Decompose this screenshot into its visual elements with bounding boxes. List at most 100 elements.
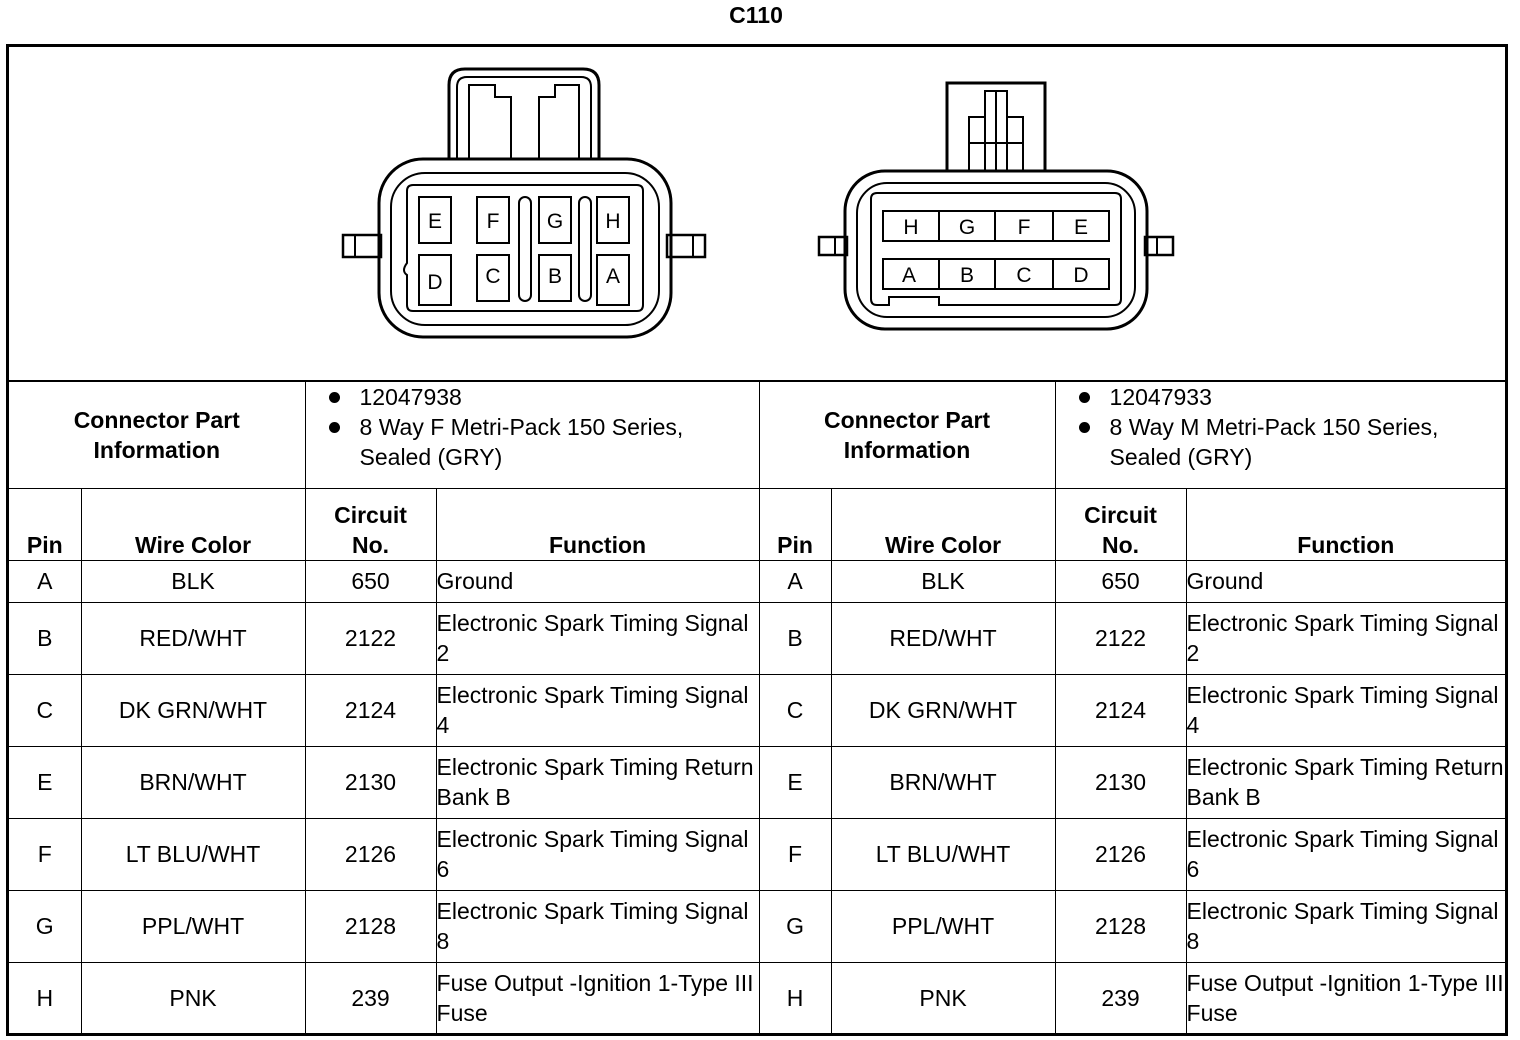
function-cell: Ground xyxy=(1185,559,1506,603)
connector-info-label-text: Connector Part Information xyxy=(73,406,240,463)
function-cell: Electronic Spark Timing Signal 8 xyxy=(1185,889,1506,963)
wire-color-cell: DK GRN/WHT xyxy=(830,673,1056,747)
wire-color-cell: BRN/WHT xyxy=(80,745,306,819)
wire-color-cell: RED/WHT xyxy=(830,601,1056,675)
circuit-cell: 2122 xyxy=(1054,601,1187,675)
wire-color-cell: PPL/WHT xyxy=(830,889,1056,963)
wire-color-cell: PNK xyxy=(830,961,1056,1034)
circuit-cell: 2130 xyxy=(1054,745,1187,819)
header-function: Function xyxy=(435,487,760,561)
wire-color-cell: PNK xyxy=(80,961,306,1034)
function-cell: Electronic Spark Timing Signal 4 xyxy=(1185,673,1506,747)
pin-cell: B xyxy=(9,601,82,675)
male-pin-label: C xyxy=(1016,264,1031,287)
pin-cell: B xyxy=(758,601,832,675)
circuit-cell: 2130 xyxy=(304,745,437,819)
function-cell: Electronic Spark Timing Signal 6 xyxy=(1185,817,1506,891)
female-pin-label: F xyxy=(487,210,500,233)
function-cell: Electronic Spark Timing Return Bank B xyxy=(1185,745,1506,819)
function-cell: Electronic Spark Timing Return Bank B xyxy=(435,745,760,819)
header-function: Function xyxy=(1185,487,1506,561)
function-cell: Electronic Spark Timing Signal 8 xyxy=(435,889,760,963)
pin-cell: A xyxy=(758,559,832,603)
part-description: 8 Way M Metri-Pack 150 Series, Sealed (G… xyxy=(1078,412,1506,472)
wire-color-cell: LT BLU/WHT xyxy=(830,817,1056,891)
wire-color-cell: BLK xyxy=(80,559,306,603)
pin-cell: C xyxy=(758,673,832,747)
pin-cell: E xyxy=(9,745,82,819)
pinout-table: Connector Part Information 12047938 8 Wa… xyxy=(9,382,1506,1034)
circuit-cell: 650 xyxy=(1054,559,1187,603)
function-cell: Electronic Spark Timing Signal 2 xyxy=(1185,601,1506,675)
header-circuit: Circuit No. xyxy=(1054,487,1187,561)
connector-info-details: 12047938 8 Way F Metri-Pack 150 Series, … xyxy=(304,382,760,489)
circuit-cell: 2122 xyxy=(304,601,437,675)
circuit-cell: 2124 xyxy=(304,673,437,747)
part-number: 12047938 xyxy=(328,382,759,412)
wire-color-cell: DK GRN/WHT xyxy=(80,673,306,747)
wire-color-cell: LT BLU/WHT xyxy=(80,817,306,891)
circuit-cell: 2124 xyxy=(1054,673,1187,747)
circuit-cell: 2128 xyxy=(304,889,437,963)
circuit-cell: 2126 xyxy=(1054,817,1187,891)
header-wire-color: Wire Color xyxy=(80,487,306,561)
female-pin-label: C xyxy=(485,265,500,288)
header-pin: Pin xyxy=(9,487,82,561)
function-cell: Electronic Spark Timing Signal 2 xyxy=(435,601,760,675)
part-number: 12047933 xyxy=(1078,382,1506,412)
pin-cell: A xyxy=(9,559,82,603)
circuit-cell: 650 xyxy=(304,559,437,603)
header-circuit-line1: Circuit xyxy=(334,501,407,528)
wire-color-cell: PPL/WHT xyxy=(80,889,306,963)
pin-cell: G xyxy=(9,889,82,963)
connector-sheet: E F G H D C B A xyxy=(6,44,1508,1036)
female-pin-label: H xyxy=(605,210,620,233)
female-pin-label: D xyxy=(427,271,442,294)
function-cell: Electronic Spark Timing Signal 6 xyxy=(435,817,760,891)
table-header-row: Pin Wire Color Circuit No. Function Pin … xyxy=(9,487,1506,561)
male-pin-label: A xyxy=(902,264,916,287)
pin-cell: F xyxy=(758,817,832,891)
connector-title: C110 xyxy=(729,2,783,28)
header-pin: Pin xyxy=(758,487,832,561)
header-circuit: Circuit No. xyxy=(304,487,437,561)
male-pin-label: H xyxy=(903,216,918,239)
part-description: 8 Way F Metri-Pack 150 Series, Sealed (G… xyxy=(328,412,759,472)
connector-info-details: 12047933 8 Way M Metri-Pack 150 Series, … xyxy=(1054,382,1506,489)
connector-drawings: E F G H D C B A xyxy=(9,47,1505,382)
circuit-cell: 239 xyxy=(304,961,437,1034)
pin-cell: C xyxy=(9,673,82,747)
connector-info-label-text: Connector Part Information xyxy=(823,406,991,463)
male-pin-label: F xyxy=(1018,216,1031,239)
male-pin-label: B xyxy=(960,264,974,287)
male-pin-label: D xyxy=(1073,264,1088,287)
female-pin-label: B xyxy=(548,265,562,288)
header-circuit-line2: No. xyxy=(1102,531,1140,558)
circuit-cell: 239 xyxy=(1054,961,1187,1034)
function-cell: Electronic Spark Timing Signal 4 xyxy=(435,673,760,747)
wire-color-cell: BLK xyxy=(830,559,1056,603)
circuit-cell: 2126 xyxy=(304,817,437,891)
male-pin-label: E xyxy=(1074,216,1088,239)
female-connector-diagram xyxy=(341,67,707,339)
male-pin-label: G xyxy=(959,216,975,239)
function-cell: Ground xyxy=(435,559,760,603)
function-cell: Fuse Output -Ignition 1-Type III Fuse xyxy=(1185,961,1506,1034)
header-circuit-line1: Circuit xyxy=(1084,501,1157,528)
header-circuit-line2: No. xyxy=(351,531,390,558)
function-cell: Fuse Output -Ignition 1-Type III Fuse xyxy=(435,961,760,1034)
pin-cell: H xyxy=(9,961,82,1034)
female-pin-label: E xyxy=(428,210,442,233)
header-wire-color: Wire Color xyxy=(830,487,1056,561)
wire-color-cell: RED/WHT xyxy=(80,601,306,675)
pin-cell: E xyxy=(758,745,832,819)
connector-info-label: Connector Part Information xyxy=(9,382,306,489)
female-pin-label: G xyxy=(547,210,563,233)
connector-info-label: Connector Part Information xyxy=(758,382,1056,489)
